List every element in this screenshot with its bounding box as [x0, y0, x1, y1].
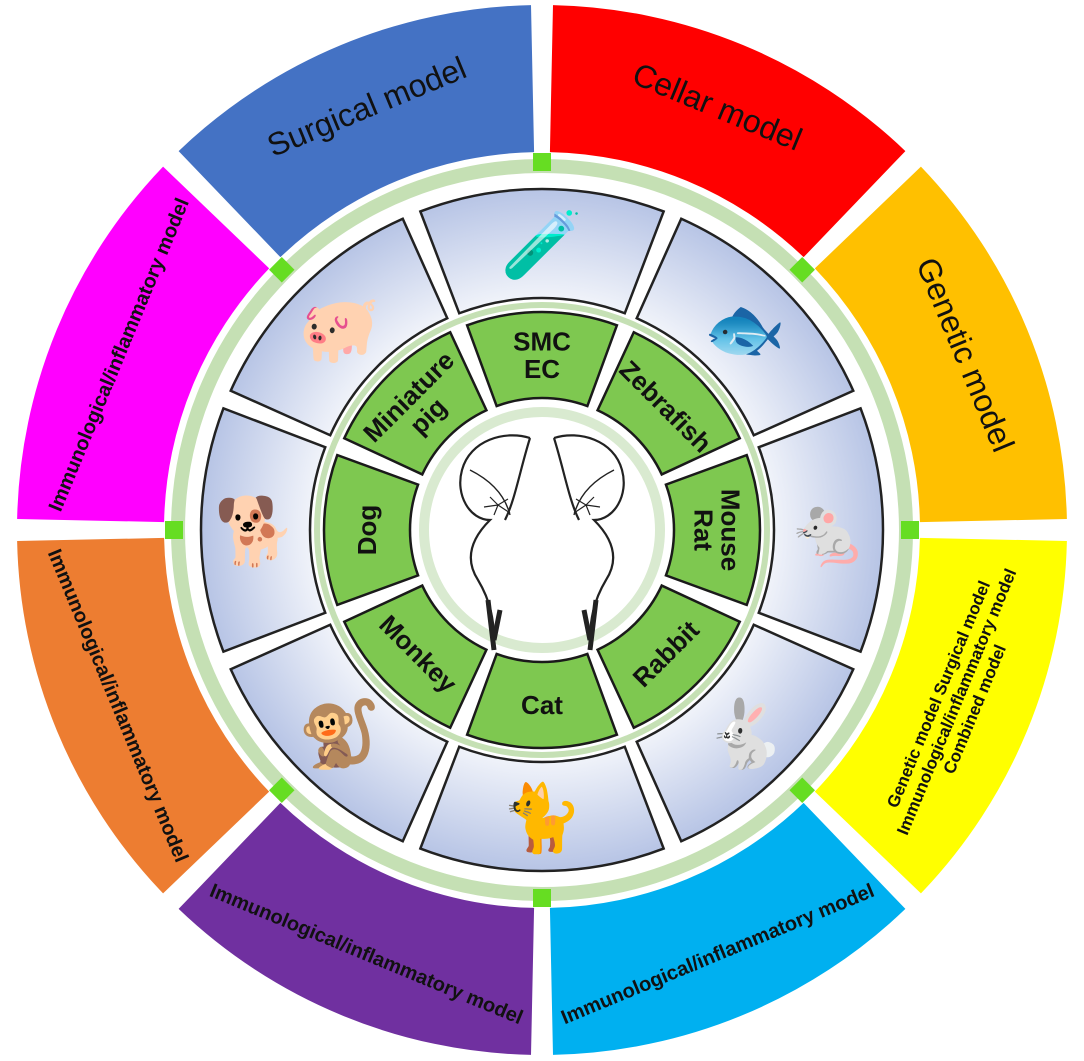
ring-connector-square [901, 521, 919, 539]
zebrafish-icon: 🐟 [703, 290, 785, 367]
image-sector-cells: 🧪 [418, 187, 666, 315]
inner-label-cat: Cat [465, 652, 619, 750]
middle-ring [165, 153, 919, 907]
test-tube-and-petri-dish-icon: 🧪 [501, 207, 583, 284]
outer-sector-shape [178, 5, 535, 258]
inner-label-text: SMC [513, 326, 571, 356]
inner-label-text: Dog [352, 505, 382, 556]
inner-label-text: Mouse [716, 489, 746, 571]
image-sector-shape [199, 406, 327, 654]
outer-sector-shape [17, 166, 270, 523]
cerebral-arteries-icon [459, 434, 625, 651]
image-sector-monkey: 🐒 [229, 623, 449, 843]
image-sector-rabbit: 🐇 [635, 623, 855, 843]
image-sector-dog: 🐕 [199, 406, 327, 654]
inner-label-text: EC [524, 354, 560, 384]
inner-label-zebrafish: Zebrafish [595, 330, 742, 477]
outer-sector-shape [549, 802, 906, 1055]
inner-label-shape [322, 453, 420, 607]
outer-sector-combined: Genetic model Surgical modelImmunologica… [814, 537, 1067, 894]
outer-sector-shape [17, 537, 270, 894]
rabbit-icon: 🐇 [703, 696, 785, 773]
dog-icon: 🐕 [214, 493, 296, 570]
ring-connector-square [533, 889, 551, 907]
inner-label-shape [664, 453, 762, 607]
inner-label-shape [595, 330, 742, 477]
ring-connector-square [165, 521, 183, 539]
outer-sector-shape [178, 802, 535, 1055]
inner-label-text: Cat [521, 690, 563, 720]
animal-images-ring: 🧪 🐟 🐁 🐇 🐈 🐒 🐕 🐖 [199, 187, 885, 873]
image-sector-cat: 🐈 [418, 745, 666, 873]
outer-sector-shape [814, 166, 1067, 523]
inner-label-shape [595, 583, 742, 730]
image-sector-shape [635, 623, 855, 843]
inner-label-dog: Dog [322, 453, 420, 607]
chimpanzee-icon: 🐒 [298, 696, 380, 773]
image-sector-shape [418, 745, 666, 873]
cat-icon: 🐈 [501, 780, 583, 857]
center-disc [419, 407, 665, 653]
image-sector-shape [635, 217, 855, 437]
image-sector-shape [229, 217, 449, 437]
ring-connector-square [789, 257, 815, 283]
inner-label-shape [342, 330, 489, 477]
mouse-icon: 🐁 [787, 493, 869, 570]
image-sector-rodent: 🐁 [757, 406, 885, 654]
image-sector-shape [757, 406, 885, 654]
image-sector-shape [229, 623, 449, 843]
inner-label-rabbit: Rabbit [595, 583, 742, 730]
outer-sector-shape [549, 5, 906, 258]
outer-sector-shape [814, 537, 1067, 894]
image-sector-pig: 🐖 [229, 217, 449, 437]
inner-label-shape [342, 583, 489, 730]
image-sector-zebrafish: 🐟 [635, 217, 855, 437]
ring-connector-square [789, 777, 815, 803]
outer-sector-genetic: Genetic model [814, 166, 1067, 523]
inner-label-monkey: Monkey [342, 583, 489, 730]
inner-label-text: Rat [688, 509, 718, 551]
outer-sector-immuno-orange: Immunological/inflammatory model [17, 537, 270, 894]
image-sector-shape [418, 187, 666, 315]
outer-sector-cellar: Cellar model [549, 5, 906, 258]
pig-icon: 🐖 [298, 290, 380, 367]
outer-sector-surgical: Surgical model [178, 5, 535, 258]
inner-label-shape [465, 310, 619, 408]
ring-connector-square [269, 257, 295, 283]
ring-connector-square [533, 153, 551, 171]
ring-connector-square [269, 777, 295, 803]
inner-label-shape [465, 652, 619, 750]
